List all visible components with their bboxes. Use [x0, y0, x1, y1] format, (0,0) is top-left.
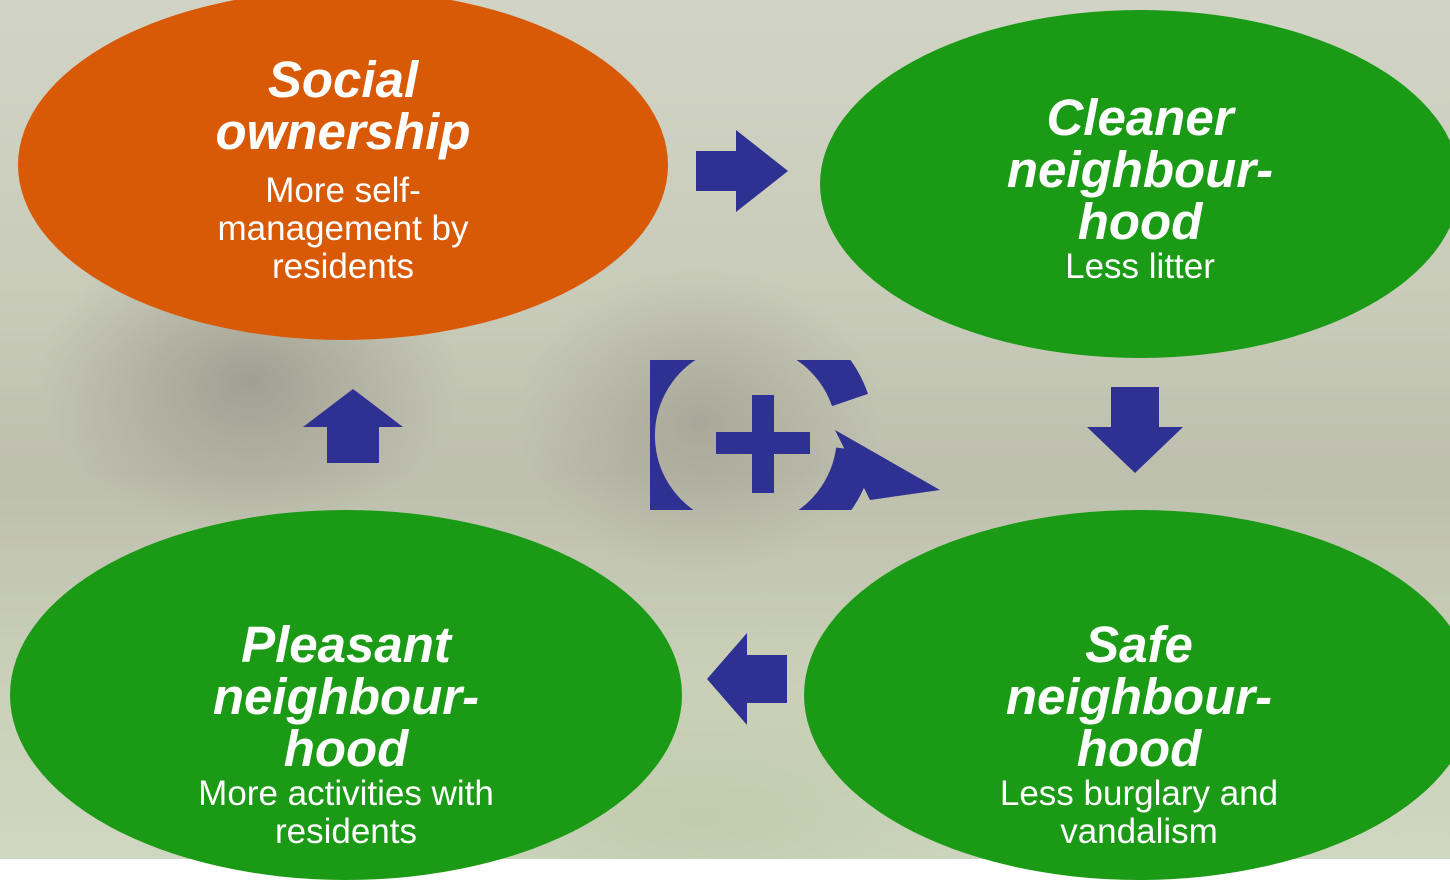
node-subtitle: Less burglary and vandalism	[999, 774, 1279, 851]
arrow-up-icon	[303, 389, 403, 463]
node-title: Cleaner neighbour- hood	[1006, 89, 1274, 250]
node-subtitle: Less litter	[1065, 247, 1215, 286]
node-pleasant-neighbourhood: Pleasant neighbour- hood More activities…	[10, 510, 682, 880]
node-social-ownership: Social ownership More self- management b…	[18, 0, 668, 340]
node-subtitle: More self- management by residents	[217, 171, 469, 286]
arrow-left-icon	[707, 633, 787, 725]
node-title: Social ownership	[215, 51, 471, 160]
node-title: Pleasant neighbour- hood	[212, 616, 480, 777]
positive-cycle-icon	[650, 360, 940, 510]
node-cleaner-neighbourhood: Cleaner neighbour- hood Less litter	[820, 10, 1450, 358]
node-safe-neighbourhood: Safe neighbour- hood Less burglary and v…	[804, 510, 1450, 880]
arrow-right-icon	[696, 130, 788, 212]
node-title: Safe neighbour- hood	[1005, 616, 1273, 777]
node-subtitle: More activities with residents	[198, 774, 494, 851]
arrow-down-icon	[1087, 387, 1183, 473]
